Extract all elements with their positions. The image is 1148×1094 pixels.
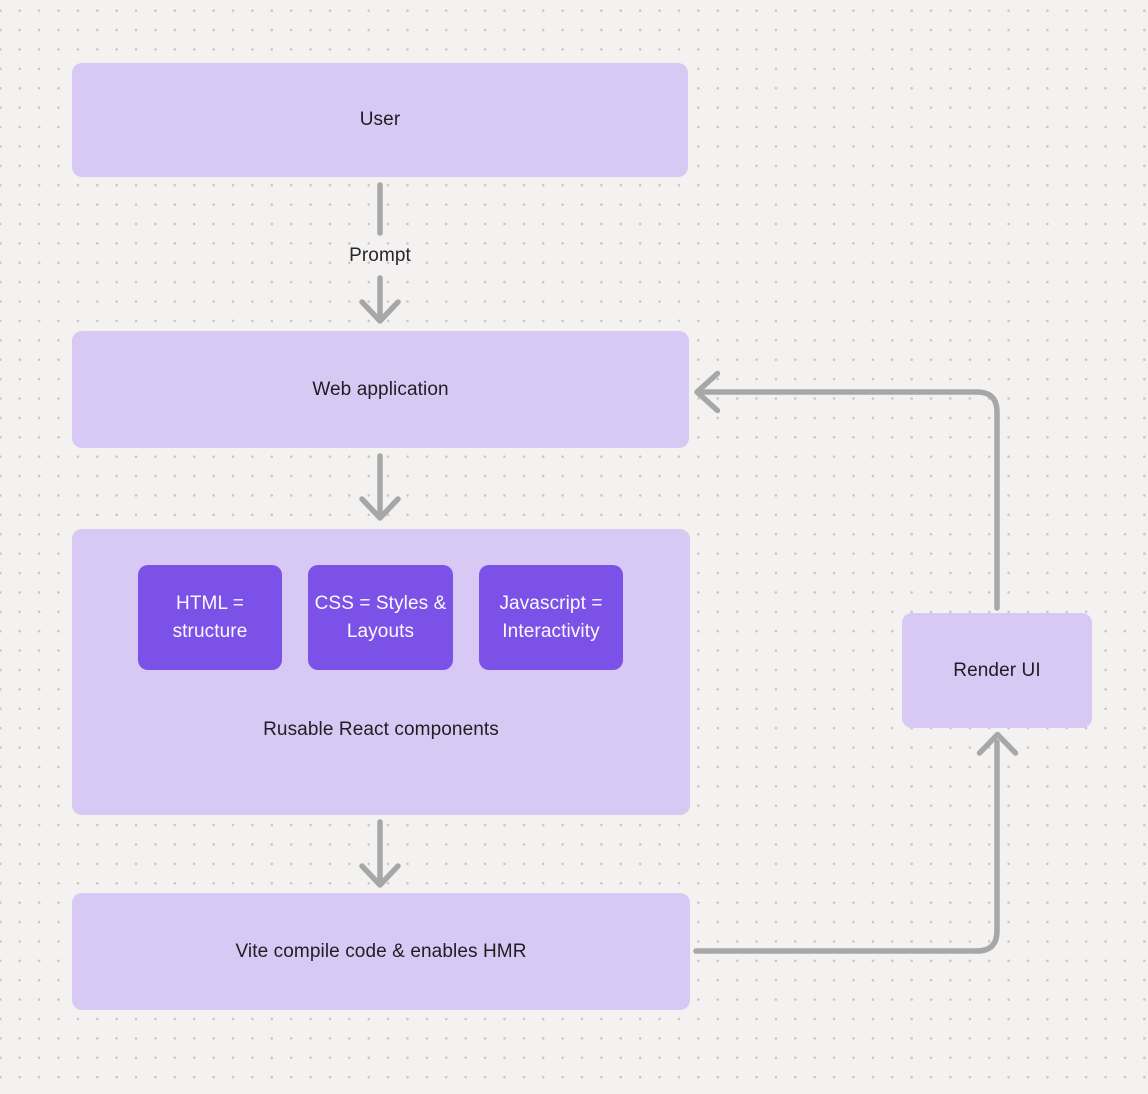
node-render-ui: Render UI <box>902 613 1092 728</box>
edge-arrowhead <box>359 299 401 324</box>
node-web-application: Web application <box>72 331 689 448</box>
edge-arrowhead <box>976 731 1019 756</box>
edge-components-to-vite <box>359 819 401 888</box>
edge-line <box>693 739 1000 954</box>
node-vite: Vite compile code & enables HMR <box>72 893 690 1010</box>
edge-arrowhead <box>694 370 721 414</box>
node-javascript: Javascript = Interactivity <box>479 565 623 670</box>
edge-renderui-to-webapp <box>694 370 1000 611</box>
edge-arrowhead <box>359 863 401 888</box>
edge-vite-to-renderui <box>693 731 1019 954</box>
components-group-label: Rusable React components <box>263 719 499 740</box>
node-web-application-label: Web application <box>312 378 449 400</box>
node-vite-label: Vite compile code & enables HMR <box>235 940 527 962</box>
node-css-label: CSS = Styles & Layouts <box>314 592 447 642</box>
edge-webapp-to-components <box>359 453 401 521</box>
edge-line <box>698 389 1000 611</box>
node-html-label: HTML = structure <box>172 592 248 642</box>
edge-arrowhead <box>359 496 401 521</box>
node-javascript-label: Javascript = Interactivity <box>499 592 603 642</box>
node-render-ui-label: Render UI <box>953 659 1041 681</box>
edge-label-prompt: Prompt <box>349 245 411 266</box>
node-user: User <box>72 63 688 177</box>
node-css: CSS = Styles & Layouts <box>308 565 453 670</box>
node-html: HTML = structure <box>138 565 282 670</box>
node-user-label: User <box>359 109 401 130</box>
